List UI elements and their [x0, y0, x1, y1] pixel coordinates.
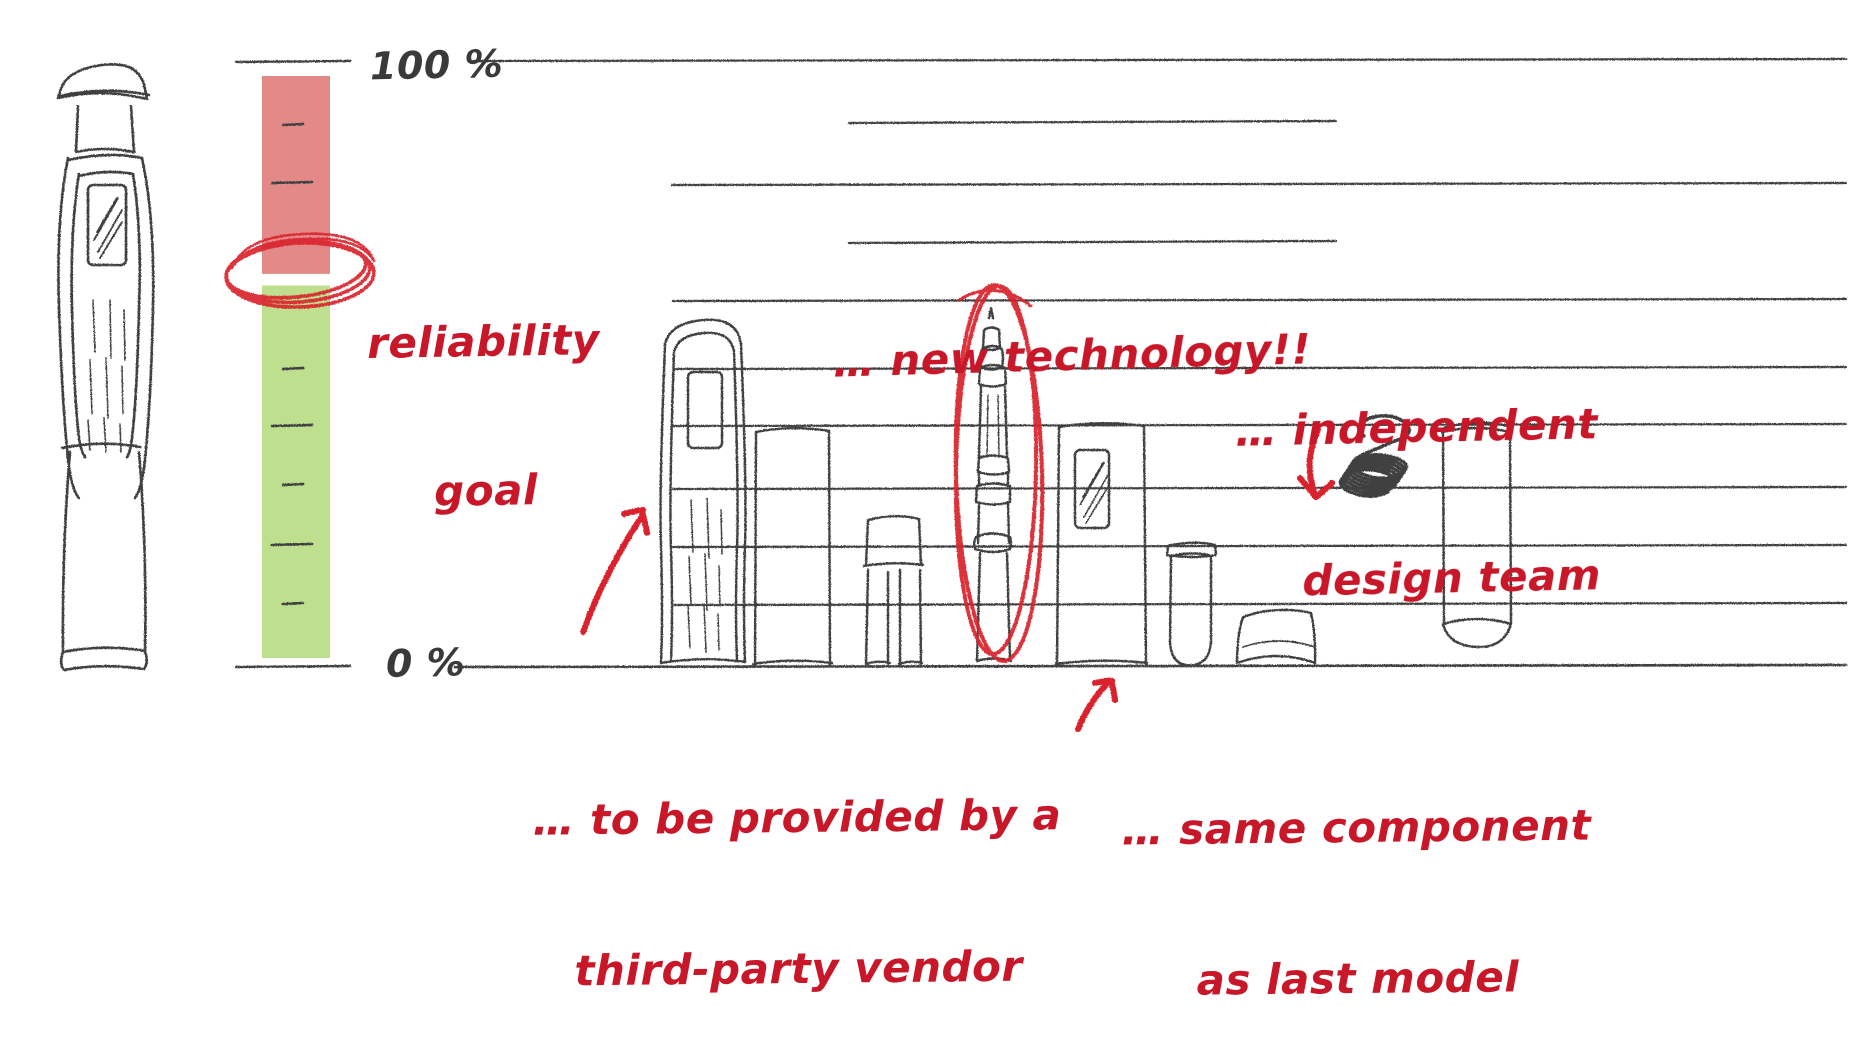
arrow-down-icon — [1297, 427, 1335, 500]
coil-spring-icon — [1338, 414, 1411, 498]
bar-top-52 — [671, 485, 1848, 491]
gauge-green-zone — [262, 285, 330, 658]
annotation-line-2: as last model — [1196, 952, 1520, 1005]
axis-label-bottom: 0 % — [385, 640, 466, 686]
chart-svg — [56, 57, 1848, 732]
bar-housing-body — [659, 318, 747, 665]
annotation-line-1: reliability — [366, 315, 601, 369]
baseline-0 — [453, 663, 1848, 669]
bar-dose-window-block — [1054, 422, 1149, 667]
bar-dual-plunger — [862, 515, 925, 666]
arrow-up-icon — [580, 507, 650, 635]
sketch-chart-canvas: 100 % 0 % reliability goal … new technol… — [56, 41, 1848, 1005]
annotation-reliability-goal: reliability goal — [365, 216, 604, 567]
annotation-line-2: third-party vendor — [574, 941, 1023, 996]
highlight-ellipse-needle-icon — [953, 283, 1045, 663]
bar-outer-sleeve — [751, 427, 834, 667]
bar-top-44 — [671, 543, 1848, 549]
annotation-independent-team: … independent design team — [1232, 298, 1602, 658]
bar-top-86 — [671, 297, 1848, 303]
annotation-line-2: design team — [1301, 550, 1602, 606]
axis-tick-top — [234, 59, 352, 64]
bar-top-96 — [670, 181, 1848, 187]
injection-pen-icon — [56, 62, 155, 672]
arrow-up-icon-2 — [1075, 677, 1118, 732]
annotation-line-1: … same component — [1121, 800, 1592, 855]
gridline-100 — [471, 57, 1848, 63]
bar-top-32 — [671, 601, 1848, 607]
bar-top-needle-region — [847, 119, 1338, 125]
reliability-gauge — [262, 76, 330, 658]
bar-top-mid — [671, 365, 1848, 371]
highlight-ellipse-icon — [224, 232, 376, 309]
annotation-line-2: goal — [433, 464, 539, 516]
annotation-line-1: … independent — [1234, 398, 1599, 456]
bar-top-inner — [847, 239, 1338, 245]
gauge-ticks — [270, 122, 314, 606]
annotation-line-1: … to be provided by a — [532, 790, 1062, 845]
bar-top-62 — [671, 422, 1848, 428]
annotation-third-party-vendor: … to be provided by a third-party vendor — [531, 689, 1064, 1047]
annotation-same-component: … same component as last model — [1120, 700, 1593, 1057]
bar-rubber-seal — [1235, 608, 1317, 665]
axis-tick-bottom — [234, 664, 352, 669]
axis-label-top: 100 % — [369, 41, 504, 89]
bar-cap-cylinder — [1440, 421, 1513, 649]
bar-cartridge-vial — [1165, 541, 1218, 667]
